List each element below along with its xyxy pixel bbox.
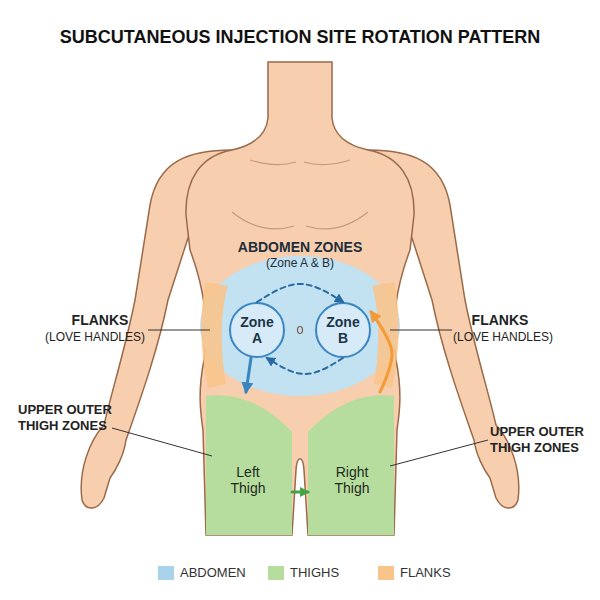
abdomen-zone: ABDOMEN ZONES (Zone A & B) Zone A Zone B bbox=[195, 238, 405, 402]
zone-label: Zone A bbox=[229, 302, 285, 358]
chest-line bbox=[306, 212, 368, 229]
region-label: UPPER OUTER THIGH ZONES bbox=[18, 402, 130, 433]
legend-swatch bbox=[268, 566, 284, 580]
zone-circle: Zone B bbox=[315, 302, 371, 358]
thigh-zone-shape bbox=[204, 392, 292, 535]
zone-circle-outline bbox=[316, 303, 370, 357]
region-sublabel: (LOVE HANDLES) bbox=[38, 330, 152, 344]
thigh-zone: Left Thigh bbox=[204, 392, 292, 535]
region-label: FLANKS bbox=[450, 312, 550, 329]
thigh-label: Left Thigh bbox=[218, 464, 278, 496]
zone-label: Zone B bbox=[315, 302, 371, 358]
leader-line bbox=[148, 330, 210, 331]
rotation-arrow bbox=[246, 358, 251, 392]
abdomen-zone-outline bbox=[200, 256, 400, 396]
collarbone-line bbox=[304, 160, 350, 165]
torso bbox=[186, 62, 414, 535]
zone-heading: ABDOMEN ZONES bbox=[195, 239, 405, 255]
flank-region bbox=[372, 282, 399, 388]
navel bbox=[298, 327, 303, 334]
thigh-zone-outline bbox=[206, 395, 292, 535]
chest-line bbox=[232, 212, 294, 229]
region-label: UPPER OUTER THIGH ZONES bbox=[490, 424, 598, 455]
flank-region bbox=[201, 282, 228, 388]
legend-label: THIGHS bbox=[290, 565, 339, 581]
thigh-zone-outline bbox=[308, 395, 394, 535]
thigh-zone-shape bbox=[308, 392, 396, 535]
rotation-arrow bbox=[371, 312, 392, 392]
region-label: FLANKS bbox=[50, 312, 150, 329]
leader-line bbox=[112, 428, 212, 456]
rotation-arrow bbox=[257, 284, 343, 302]
region-sublabel: (LOVE HANDLES) bbox=[446, 330, 560, 344]
collarbone-line bbox=[250, 160, 296, 165]
diagram-title: SUBCUTANEOUS INJECTION SITE ROTATION PAT… bbox=[0, 27, 600, 48]
legend-swatch bbox=[378, 566, 394, 580]
legend-swatch bbox=[158, 566, 174, 580]
legend-label: FLANKS bbox=[400, 565, 451, 581]
leader-line bbox=[390, 440, 488, 466]
zone-circle: Zone A bbox=[229, 302, 285, 358]
rotation-arrow bbox=[292, 491, 308, 494]
rotation-arrow bbox=[267, 358, 343, 374]
legend-label: ABDOMEN bbox=[180, 565, 246, 581]
thigh-label: Right Thigh bbox=[322, 464, 382, 496]
leader-line bbox=[390, 330, 452, 331]
zone-subheading: (Zone A & B) bbox=[195, 257, 405, 271]
thigh-zone: Right Thigh bbox=[308, 392, 396, 535]
zone-circle-outline bbox=[230, 303, 284, 357]
